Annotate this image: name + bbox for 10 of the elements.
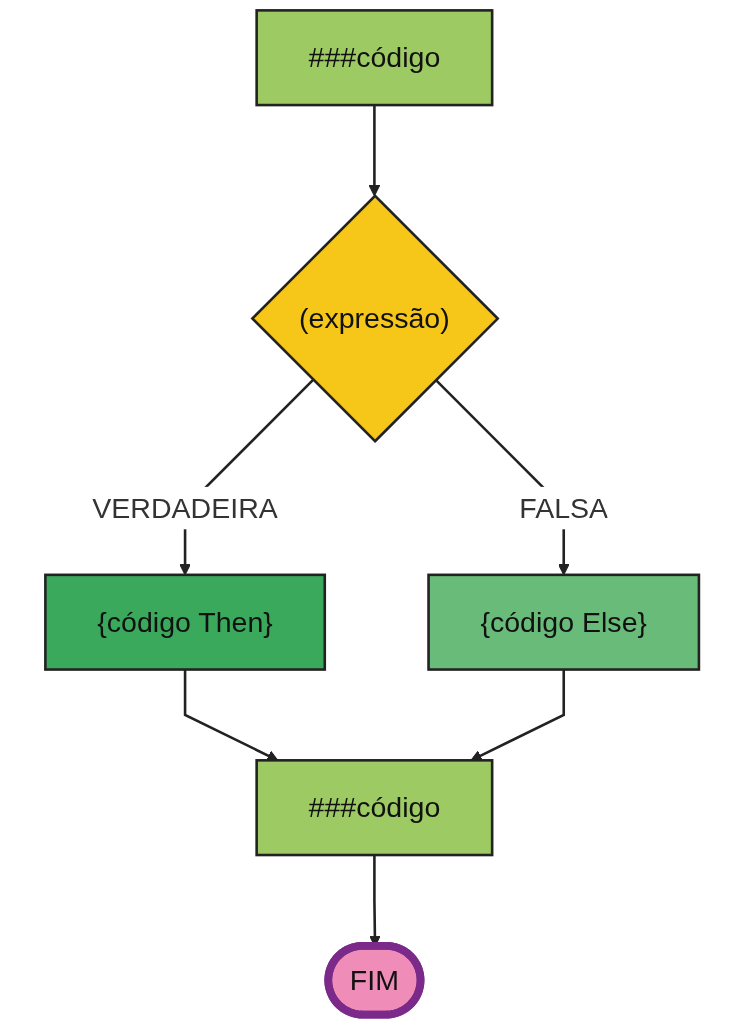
node-box: ###código: [255, 9, 494, 107]
edge-label: FALSA: [519, 491, 608, 525]
node-box: {código Then}: [43, 573, 326, 671]
node-diamond: (expressão): [250, 194, 500, 444]
arrow: [470, 669, 565, 761]
arrow: [368, 105, 380, 197]
edge-label: VERDADEIRA: [92, 491, 278, 525]
arrow: [183, 669, 279, 761]
node-box: {código Else}: [427, 573, 701, 671]
node-box: ###código: [255, 759, 494, 857]
